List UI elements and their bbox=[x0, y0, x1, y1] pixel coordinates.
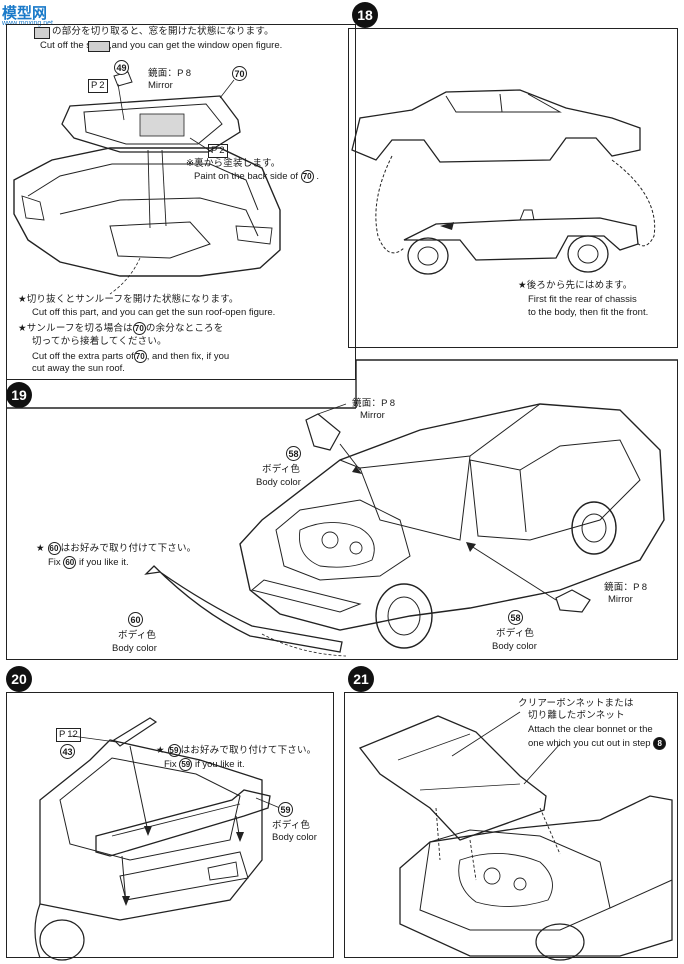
step19-body-color-jp-right: ボディ色 bbox=[496, 628, 535, 639]
step17-pref-49: P 2 bbox=[88, 79, 108, 93]
part-60-inline-en: 60 bbox=[63, 556, 77, 569]
step18-en1: First fit the rear of chassis bbox=[528, 294, 637, 305]
step20-option-en-b: if you like it. bbox=[194, 759, 245, 771]
step20-body-color-en: Body color bbox=[272, 832, 317, 843]
step17-back-period: . bbox=[316, 171, 319, 183]
step19-panel bbox=[6, 360, 678, 660]
step20-pref: P 12 bbox=[56, 728, 81, 742]
step17-top-jp: の部分を切り取ると、窓を開けた状態になります。 bbox=[52, 26, 274, 37]
step18-en2: to the body, then fit the front. bbox=[528, 307, 649, 318]
step19-option-en-b: if you like it. bbox=[78, 557, 129, 569]
step19-mirror-right-jp: 鏡面：P 8 bbox=[604, 582, 648, 593]
step-20-badge: 20 bbox=[6, 666, 32, 692]
part-70-inline: 70 bbox=[300, 170, 314, 183]
part-49-badge: 49 bbox=[114, 60, 129, 75]
step19-body-color-en-left: Body color bbox=[112, 643, 157, 654]
step19-option-jp: はお好みで取り付けて下さい。 bbox=[60, 543, 197, 555]
step17-mirror-en: Mirror bbox=[148, 80, 173, 91]
step17-extra-en1b: , and then fix, if you bbox=[146, 351, 230, 363]
part-70-badge: 70 bbox=[232, 66, 247, 81]
step21-jp1: クリアーボンネットまたは bbox=[518, 698, 634, 709]
step19-mirror-top-en: Mirror bbox=[360, 410, 385, 421]
step17-pref-2: P 2 bbox=[208, 144, 228, 158]
step17-extra-en2: cut away the sun roof. bbox=[32, 363, 125, 374]
step17-top-en: Cut off the spots,and you can get the wi… bbox=[40, 40, 283, 51]
step17-cut-swatch bbox=[34, 27, 50, 39]
part-59-badge: 59 bbox=[278, 802, 293, 817]
part-59-inline: 59 bbox=[167, 744, 181, 757]
star-glyph: ★ bbox=[36, 543, 48, 555]
step19-body-color-jp-left: ボディ色 bbox=[118, 630, 157, 641]
part-59-inline-en: 59 bbox=[179, 758, 193, 771]
step17-extra-en1: Cut off the extra parts of bbox=[32, 351, 134, 363]
step21-en2-row: one which you cut out in step 8 bbox=[528, 737, 667, 750]
part-60-badge: 60 bbox=[128, 612, 143, 627]
step20-option-jp: はお好みで取り付けて下さい。 bbox=[180, 745, 317, 757]
step19-mirror-top-jp: 鏡面：P 8 bbox=[352, 398, 396, 409]
step19-mirror-right-en: Mirror bbox=[608, 594, 633, 605]
step-19-badge: 19 bbox=[6, 382, 32, 408]
step17-back-jp: ※裏から塗装します。 bbox=[186, 158, 281, 169]
part-70-inline-2: 70 bbox=[132, 322, 146, 335]
step-21-badge: 21 bbox=[348, 666, 374, 692]
step21-en1: Attach the clear bonnet or the bbox=[528, 724, 653, 735]
step17-back-en-row: Paint on the back side of 70 . bbox=[194, 170, 319, 183]
step17-extra-jp1: ★サンルーフを切る場合は bbox=[18, 323, 133, 335]
star-glyph-20: ★ bbox=[156, 745, 168, 757]
part-58-badge-top: 58 bbox=[286, 446, 301, 461]
step-8-ref-badge: 8 bbox=[653, 737, 667, 750]
step17-cut-swatch-inline bbox=[88, 41, 110, 52]
site-logo: 模型网 bbox=[2, 5, 48, 22]
step17-extra-jp2: 切ってから接着してください。 bbox=[32, 336, 167, 347]
step18-panel bbox=[348, 28, 678, 348]
step20-body-color-jp: ボディ色 bbox=[272, 820, 311, 831]
step21-en2: one which you cut out in step bbox=[528, 738, 651, 750]
part-58-badge-right: 58 bbox=[508, 610, 523, 625]
step20-option-en-row: Fix 59 if you like it. bbox=[164, 758, 245, 771]
step17-sun-jp: ★切り抜くとサンルーフを開けた状態になります。 bbox=[18, 294, 239, 305]
step17-mirror-jp: 鏡面：P 8 bbox=[148, 68, 192, 79]
step19-body-color-en-right: Body color bbox=[492, 641, 537, 652]
step21-jp2: 切り離したボンネット bbox=[528, 710, 625, 721]
step20-option-en-a: Fix bbox=[164, 759, 177, 771]
step17-extra-jp1b: の余分なところを bbox=[145, 323, 224, 335]
step19-body-color-jp-top: ボディ色 bbox=[262, 464, 301, 475]
part-60-inline: 60 bbox=[47, 542, 61, 555]
part-43-badge: 43 bbox=[60, 744, 75, 759]
step19-option-en-row: Fix 60 if you like it. bbox=[48, 556, 129, 569]
step17-back-en: Paint on the back side of bbox=[194, 171, 299, 183]
step21-panel bbox=[344, 692, 678, 958]
step19-option-en-a: Fix bbox=[48, 557, 61, 569]
window-cut-area bbox=[139, 113, 185, 137]
step20-panel bbox=[6, 692, 334, 958]
part-70-inline-3: 70 bbox=[133, 350, 147, 363]
step18-jp: ★後ろから先にはめます。 bbox=[518, 280, 633, 291]
step17-panel bbox=[6, 24, 356, 380]
site-logo-url: www.moxing.net bbox=[2, 20, 53, 27]
step19-body-color-en-top: Body color bbox=[256, 477, 301, 488]
step17-sun-en: Cut off this part, and you can get the s… bbox=[32, 307, 276, 318]
step-18-badge: 18 bbox=[352, 2, 378, 28]
